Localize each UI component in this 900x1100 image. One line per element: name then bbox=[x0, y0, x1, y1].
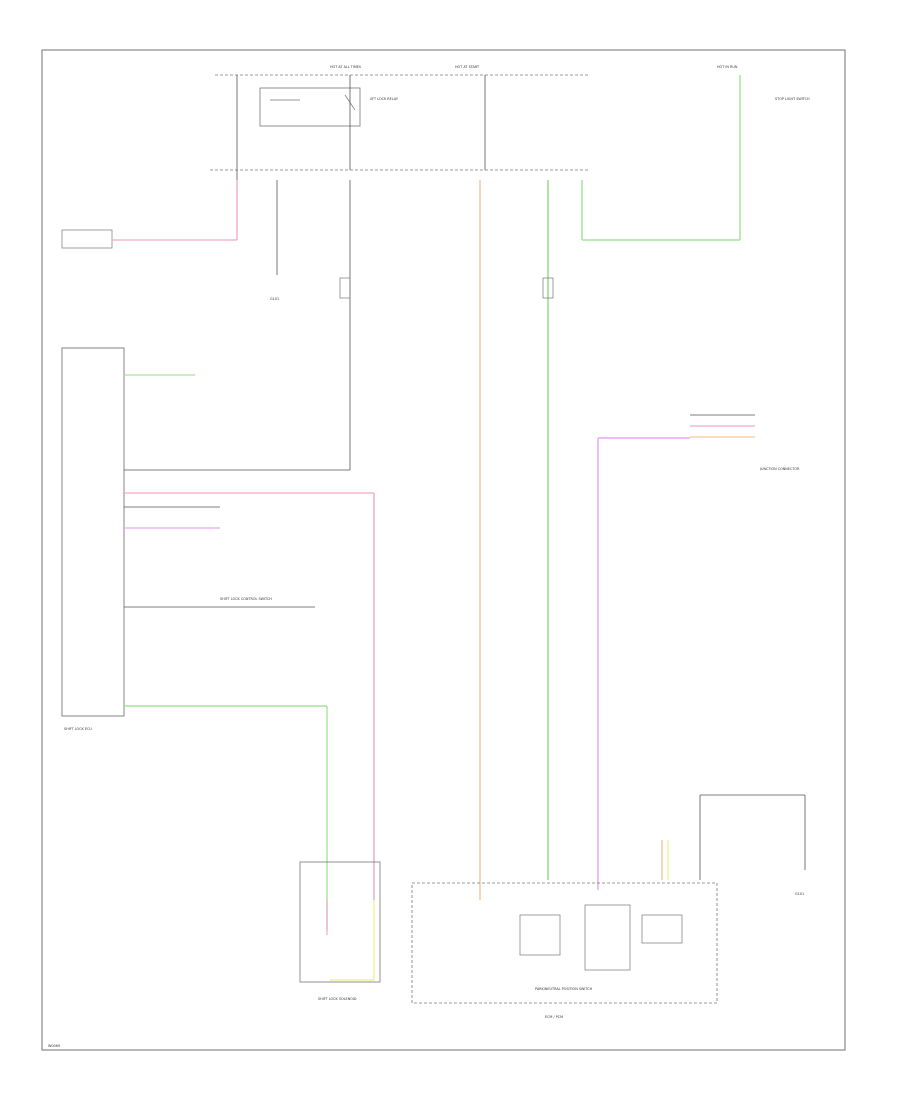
relay-label: SFT LOCK RELAY bbox=[370, 97, 399, 101]
control-module-box bbox=[61, 347, 125, 717]
shift-switch-label: SHIFT LOCK CONTROL SWITCH bbox=[220, 597, 272, 601]
solenoid-label: SHIFT LOCK SOLENOID bbox=[318, 997, 357, 1001]
junction-label: JUNCTION CONNECTOR bbox=[759, 467, 800, 471]
control-module-label: SHIFT LOCK ECU bbox=[64, 727, 92, 731]
right-top-label: STOP LIGHT SWITCH bbox=[775, 97, 810, 101]
ground-label-1: G101 bbox=[270, 297, 279, 301]
ecm-unit-label: ECM / PCM bbox=[545, 1015, 563, 1019]
ecm-inner-label: PARK/NEUTRAL POSITION SWITCH bbox=[535, 987, 593, 991]
bus-label-right: HOT IN RUN bbox=[717, 65, 738, 69]
ecm-unit-box bbox=[411, 882, 718, 1004]
bus-label-left: HOT AT ALL TIMES bbox=[330, 65, 361, 69]
left-component-box bbox=[61, 229, 113, 249]
diagram-frame bbox=[41, 49, 846, 1051]
ground-label-2: G101 bbox=[795, 892, 804, 896]
solenoid-box bbox=[299, 861, 381, 983]
relay-box bbox=[259, 87, 361, 127]
bus-label-mid: HOT AT START bbox=[455, 65, 480, 69]
footer-code: W0069 bbox=[48, 1044, 60, 1048]
